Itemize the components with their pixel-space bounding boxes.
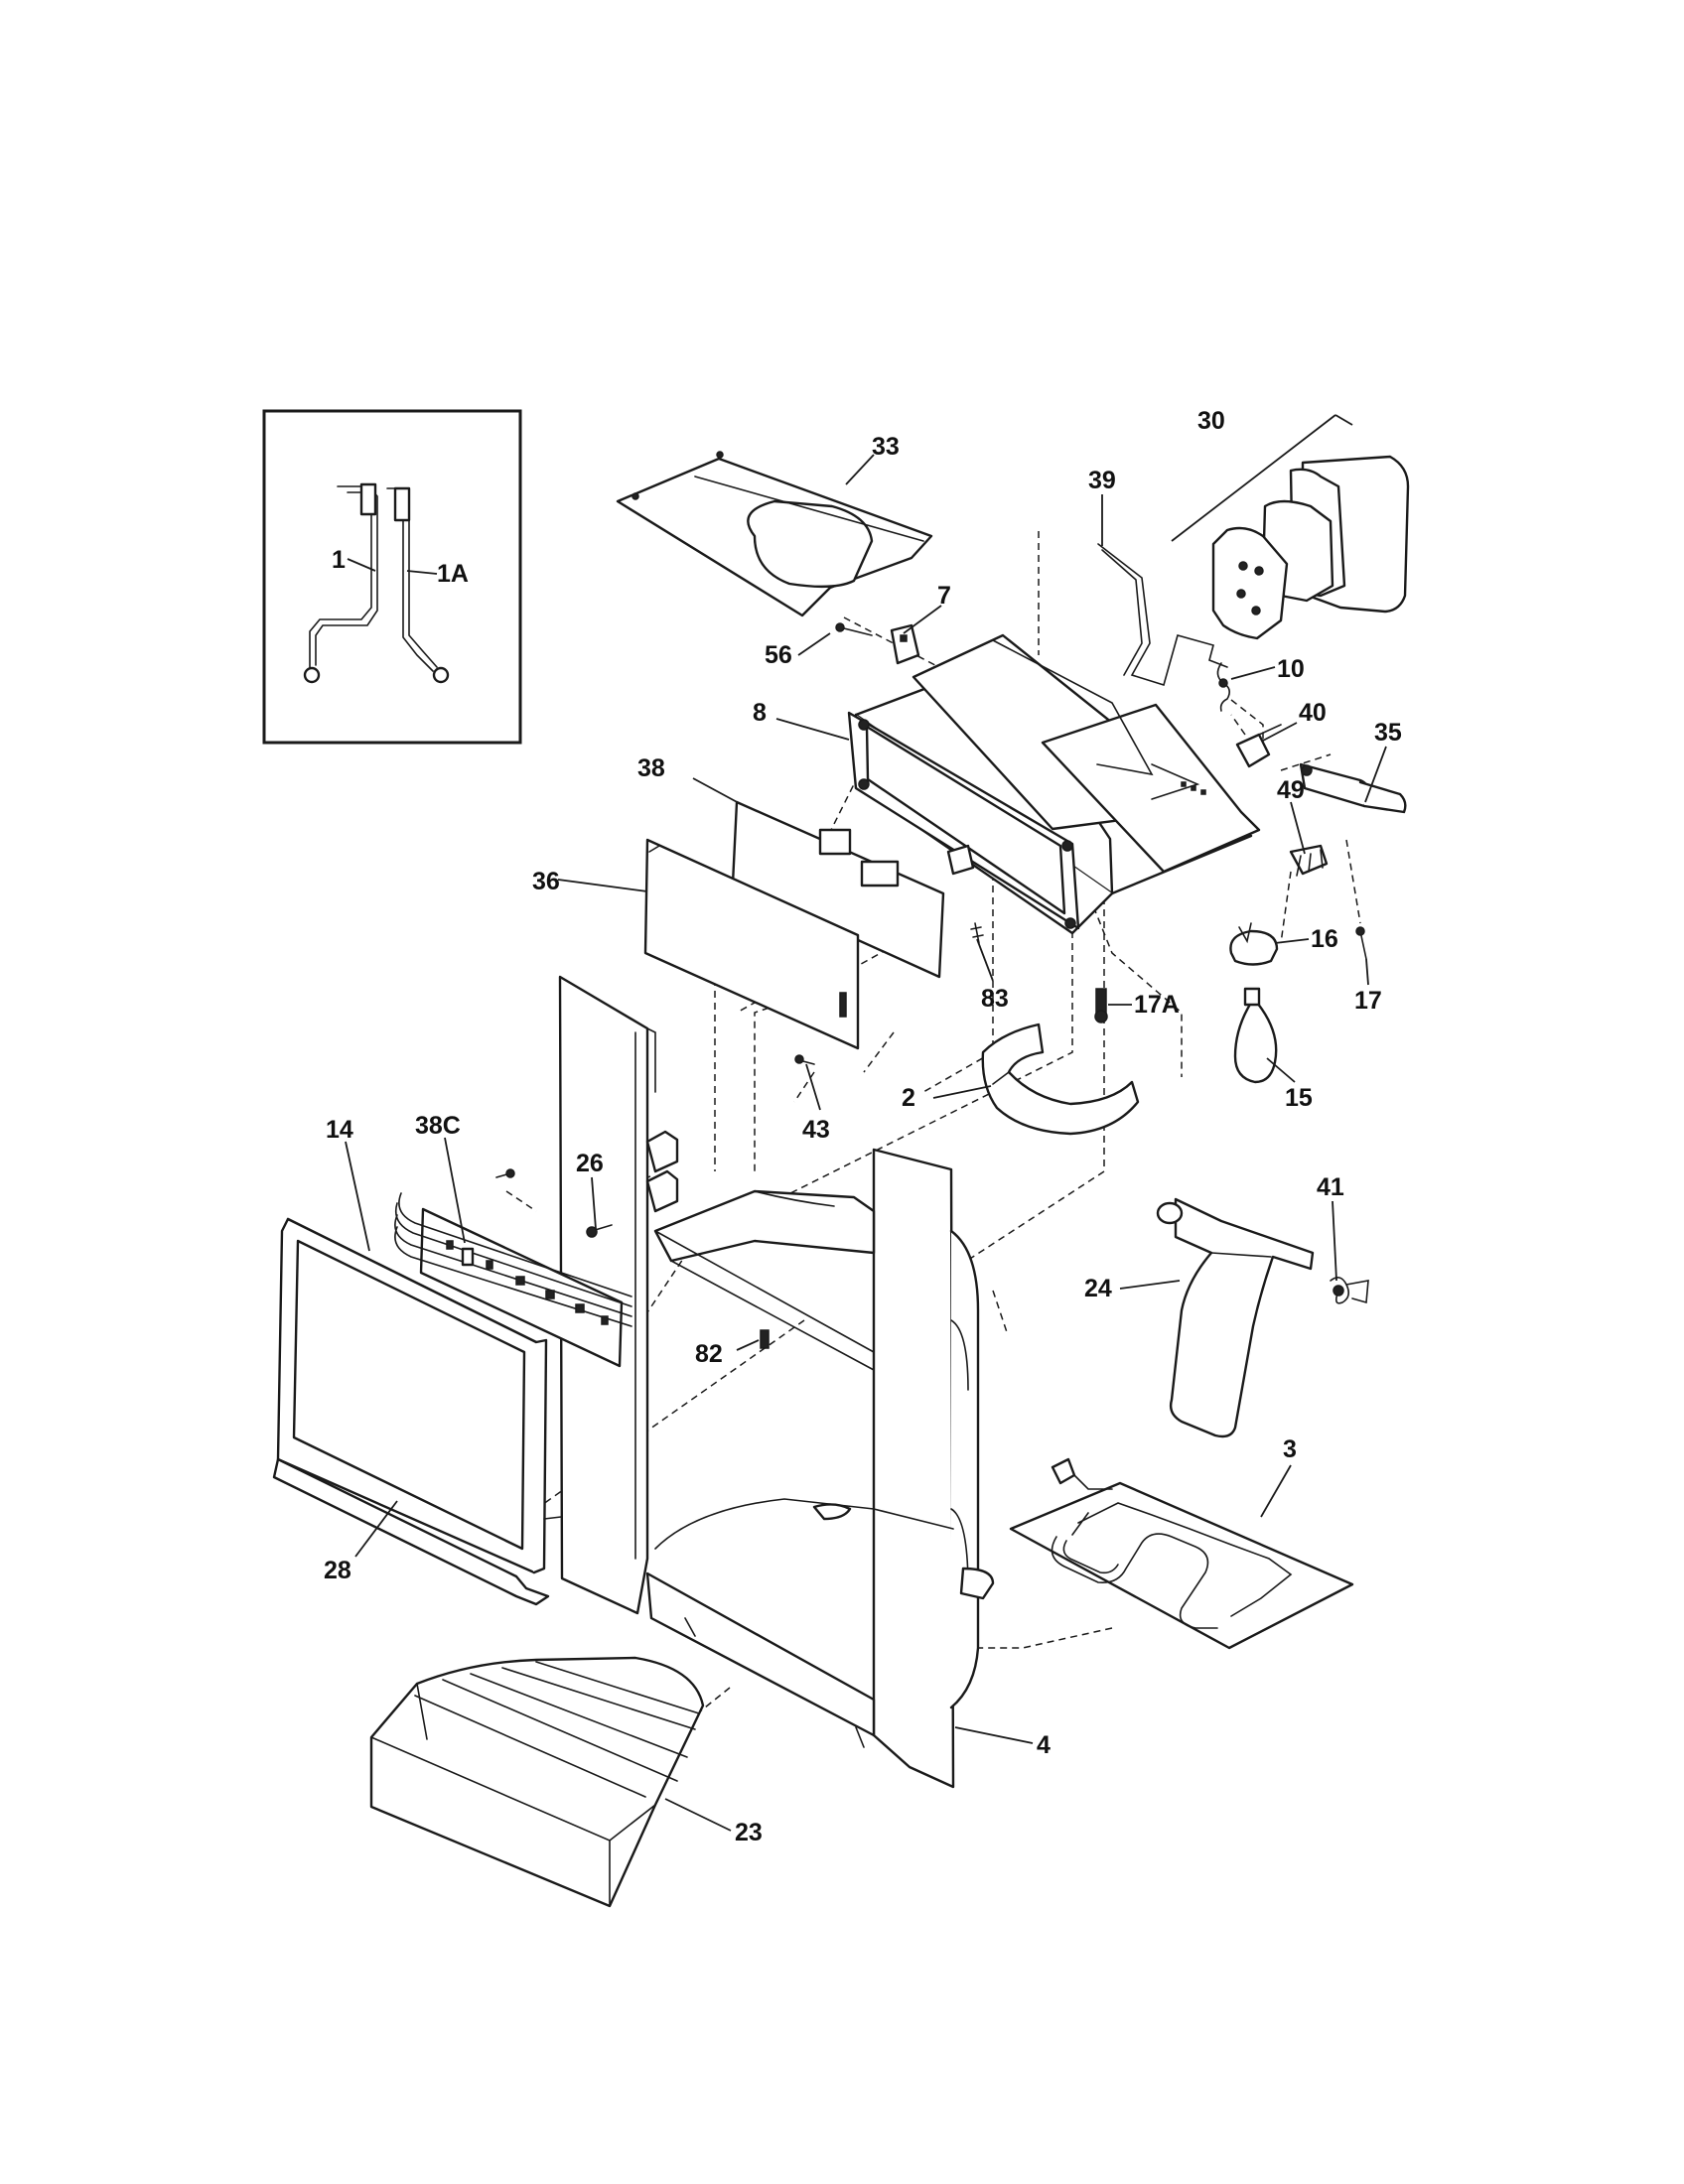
callout-83: 83	[981, 985, 1009, 1013]
callout-16: 16	[1311, 925, 1338, 953]
callout-36: 36	[532, 868, 560, 895]
callout-14: 14	[326, 1116, 353, 1144]
part-2-chute	[981, 1023, 1140, 1136]
part-24-paddle	[1156, 1197, 1315, 1438]
callout-38: 38	[637, 754, 665, 782]
part-16-socket	[1229, 922, 1279, 966]
part-7-switch	[890, 623, 920, 665]
part-36-front-panel	[643, 838, 860, 1050]
callout-24: 24	[1084, 1275, 1112, 1302]
part-30-dispenser-door	[1171, 414, 1410, 640]
callout-1: 1	[332, 546, 346, 574]
part-26-screw	[586, 1224, 613, 1238]
callout-40: 40	[1299, 699, 1327, 727]
callout-4: 4	[1037, 1731, 1051, 1759]
part-39-actuator-rod	[1097, 543, 1228, 687]
callout-1a: 1A	[437, 560, 469, 588]
callout-17a: 17A	[1134, 991, 1180, 1019]
part-38c-switch-board	[394, 1168, 632, 1368]
callout-26: 26	[576, 1150, 604, 1177]
inset-wire-harness: 1 1A	[262, 409, 522, 745]
part-38-control-board	[731, 800, 945, 979]
callout-28: 28	[324, 1557, 351, 1584]
part-33-top-cover	[616, 451, 933, 617]
callout-43: 43	[802, 1116, 830, 1144]
part-17-screw	[1355, 926, 1367, 960]
callout-30: 30	[1197, 407, 1225, 435]
callout-3: 3	[1283, 1435, 1297, 1463]
callout-15: 15	[1285, 1084, 1313, 1112]
part-35-solenoid	[1299, 762, 1407, 814]
callout-82: 82	[695, 1340, 723, 1368]
part-83-screw	[970, 922, 984, 944]
callout-numbers: 33 30 39 7 56 10 8 40 35 38 49 36 16 17 …	[324, 407, 1402, 1846]
callout-17: 17	[1354, 987, 1382, 1015]
callout-35: 35	[1374, 719, 1402, 747]
part-43-screw	[794, 1054, 815, 1065]
callout-41: 41	[1317, 1173, 1344, 1201]
part-41-spring	[1330, 1277, 1369, 1304]
callout-39: 39	[1088, 467, 1116, 494]
callout-49: 49	[1277, 776, 1305, 804]
part-8-dispenser-housing	[847, 633, 1261, 935]
callout-38c: 38C	[415, 1112, 461, 1140]
part-49-bracket	[1289, 844, 1329, 877]
part-56-screw	[835, 622, 873, 636]
part-3-heater-pad	[1009, 1457, 1354, 1650]
callout-10: 10	[1277, 655, 1305, 683]
callout-8: 8	[753, 699, 767, 727]
part-15-bulb	[1233, 987, 1278, 1084]
callout-2: 2	[902, 1084, 915, 1112]
part-10-spring	[1216, 662, 1231, 712]
part-17a-screw	[1094, 988, 1108, 1024]
part-82-screw	[760, 1329, 770, 1349]
part-40-cam	[1235, 724, 1282, 768]
part-23-drip-tray	[369, 1656, 705, 1908]
callout-7: 7	[937, 582, 951, 610]
callout-33: 33	[872, 433, 900, 461]
part-14-display-cover	[292, 1239, 526, 1551]
callout-23: 23	[735, 1819, 763, 1846]
callout-leaders	[345, 454, 1387, 1832]
callout-56: 56	[765, 641, 792, 669]
